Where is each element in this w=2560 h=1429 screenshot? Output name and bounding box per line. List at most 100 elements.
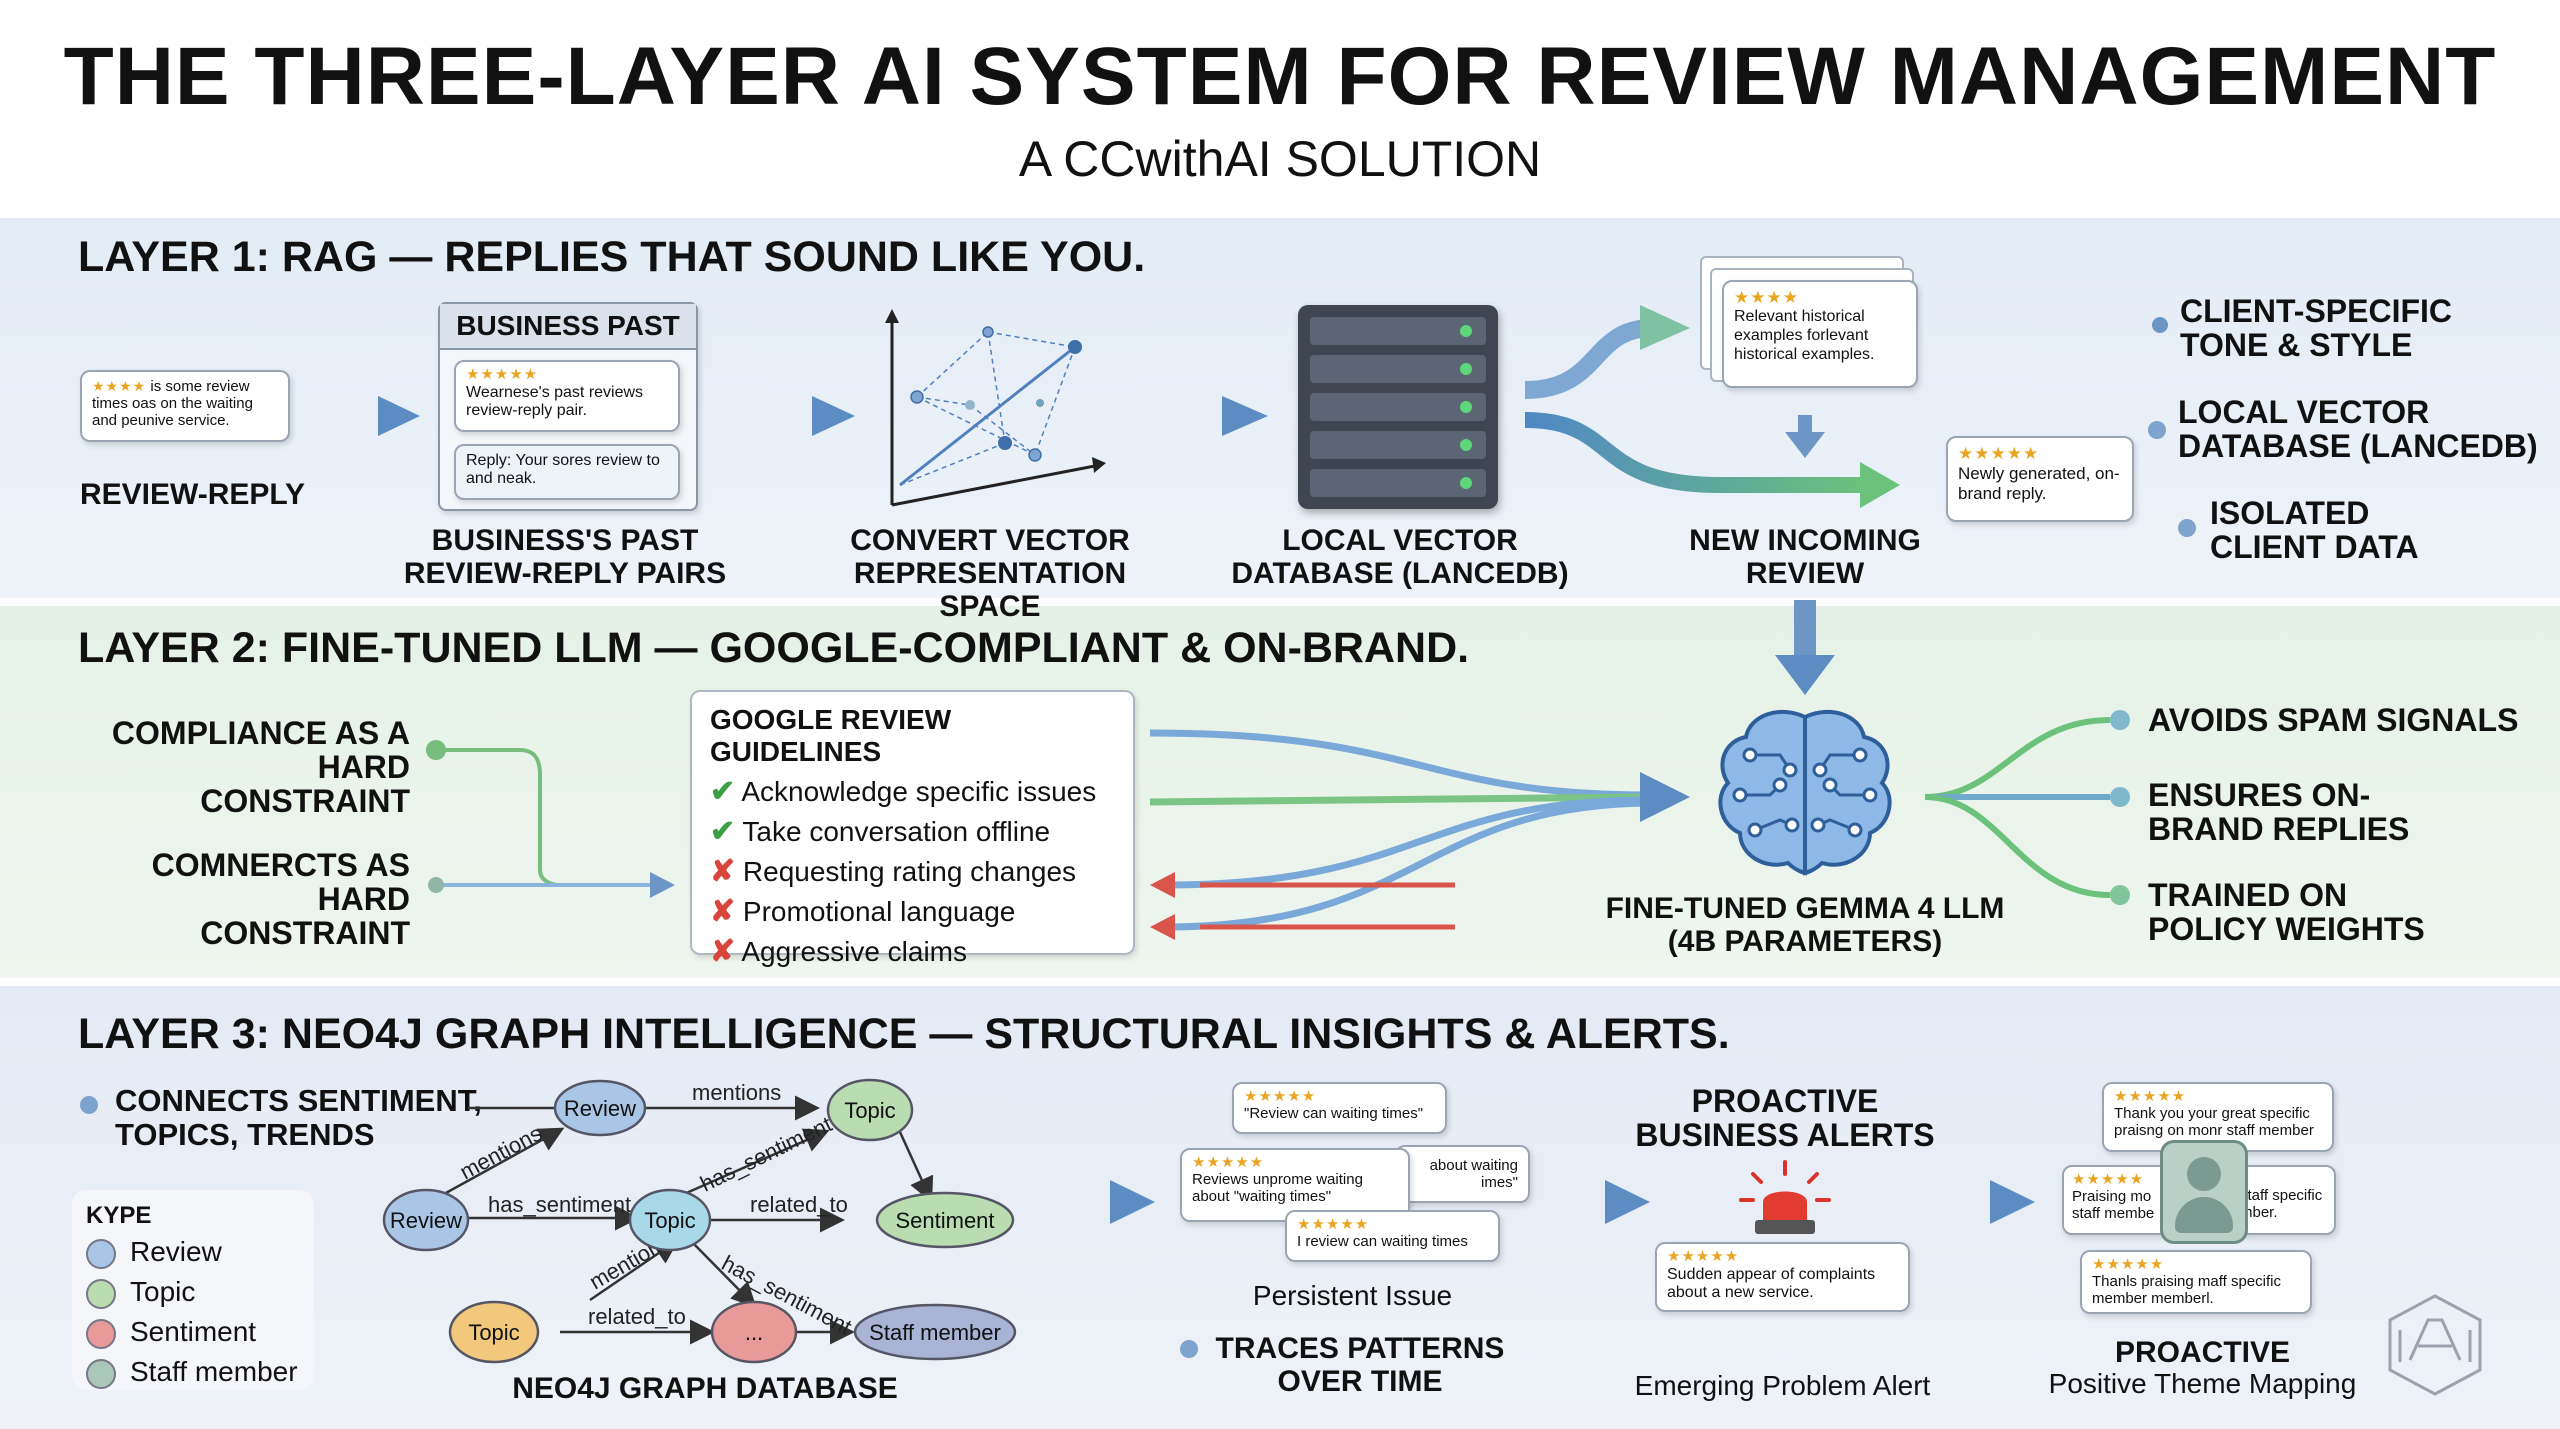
model-label: FINE-TUNED GEMMA 4 LLM (4B PARAMETERS): [1605, 892, 2005, 958]
siren-icon: [1739, 1160, 1831, 1234]
new-review-label: NEW INCOMING REVIEW: [1689, 524, 1921, 590]
cross-icon: ✘: [710, 935, 736, 968]
legend-label: Review: [130, 1236, 222, 1267]
alerts-title: PROACTIVE BUSINESS ALERTS: [1635, 1083, 1935, 1153]
graph-node-label: Sentiment: [895, 1208, 994, 1233]
server-rack-icon: [1298, 305, 1498, 509]
historical-text: Relevant historical examples forlevant h…: [1734, 308, 1875, 363]
graph-label: NEO4J GRAPH DATABASE: [512, 1372, 898, 1405]
legend-title: KYPE: [86, 1202, 152, 1229]
graph-node-topic: [826, 1078, 914, 1142]
persistent-label: Persistent Issue: [1252, 1280, 1453, 1311]
edge-label: has_sentiment: [488, 1192, 631, 1217]
graph-node-sentiment: [875, 1191, 1015, 1249]
positive-label: Positive Theme Mapping: [2048, 1368, 2357, 1399]
graph-node-label: Topic: [644, 1208, 695, 1233]
persistent-card: ★★★★★ I review can waiting times: [1285, 1210, 1500, 1262]
layer1-output-3: ISOLATED CLIENT DATA: [2210, 495, 2419, 565]
review-text: is some review times oas on the waiting …: [92, 378, 253, 429]
corner-logo: [2388, 1294, 2482, 1396]
connects-dot: [80, 1096, 98, 1114]
legend-swatch: [86, 1358, 116, 1389]
layer2-output-1: AVOIDS SPAM SIGNALS: [2148, 702, 2519, 738]
graph-node-ellipsis: [710, 1300, 798, 1364]
graph-node-review: [382, 1188, 470, 1252]
positive-stars: ★★★★★: [2114, 1088, 2187, 1105]
layer3-title: LAYER 3: NEO4J GRAPH INTELLIGENCE — STRU…: [78, 1010, 1730, 1058]
google-guidelines-card: GOOGLE REVIEW GUIDELINES ✔ Acknowledge s…: [690, 690, 1135, 968]
persistent-card: about waiting imes": [1395, 1145, 1530, 1203]
positive-title: PROACTIVE: [2114, 1336, 2291, 1369]
guidelines-title: GOOGLE REVIEW GUIDELINES: [710, 704, 952, 767]
generated-text: Newly generated, on-brand reply.: [1958, 464, 2120, 503]
alert-label: Emerging Problem Alert: [1634, 1370, 1931, 1401]
layer1-band: [0, 218, 2560, 598]
vector-space-plot: [885, 309, 1106, 507]
check-icon: ✔: [710, 815, 736, 848]
positive-card: ★★★★★ Thanls praising maff specific memb…: [2080, 1250, 2312, 1314]
business-past-card: BUSINESS PAST ★★★★★ Wearnese's past revi…: [438, 302, 698, 511]
positive-stars: ★★★★★: [2072, 1171, 2145, 1188]
positive-stars: ★★★★★: [2092, 1256, 2165, 1273]
traces-label: TRACES PATTERNS OVER TIME: [1215, 1332, 1505, 1398]
legend-row: Sentiment: [86, 1312, 300, 1352]
layer2-input-1: COMPLIANCE AS A HARD CONSTRAINT: [111, 715, 410, 819]
layer3-arrows: [1060, 1180, 2035, 1224]
persistent-card: ★★★★★ Reviews unprome waiting about "wai…: [1180, 1148, 1410, 1222]
graph-node-review: [553, 1079, 647, 1137]
persistent-stars: ★★★★★: [1297, 1216, 1370, 1233]
layer2-title: LAYER 2: FINE-TUNED LLM — GOOGLE-COMPLIA…: [78, 624, 1470, 672]
layer2-lines: [426, 710, 2130, 940]
persistent-stars: ★★★★★: [1192, 1154, 1265, 1171]
layer1-output-dot-2: [2148, 421, 2166, 439]
vector-label: CONVERT VECTOR REPRESENTATION SPACE: [850, 524, 1130, 623]
graph-node-label: Staff member: [869, 1320, 1001, 1345]
page-subtitle: A CCwithAI SOLUTION: [1018, 131, 1542, 187]
edge-label: mentions: [456, 1120, 547, 1184]
generated-reply-card: ★★★★★ Newly generated, on-brand reply.: [1946, 436, 2134, 522]
persistent-stars: ★★★★★: [1244, 1088, 1317, 1105]
layer1-output-1: CLIENT-SPECIFIC TONE & STYLE: [2180, 293, 2453, 363]
check-icon: ✔: [710, 775, 736, 808]
legend-label: Sentiment: [130, 1316, 257, 1347]
edge-label: related_to: [588, 1304, 686, 1329]
graph-node-topic: [448, 1300, 540, 1364]
past-review-text: Wearnese's past reviews review-reply pai…: [466, 384, 644, 419]
guideline-row: ✘ Promotional language: [710, 892, 1115, 932]
layer2-output-3: TRAINED ON POLICY WEIGHTS: [2148, 877, 2425, 947]
persistent-text: Reviews unprome waiting about "waiting t…: [1192, 1171, 1363, 1205]
layer1-output-2: LOCAL VECTOR DATABASE (LANCEDB): [2178, 394, 2538, 464]
past-review-stars: ★★★★★: [466, 366, 539, 383]
guideline-text: Promotional language: [742, 896, 1016, 927]
graph-node-staff: [853, 1303, 1017, 1361]
graph-node-label: Topic: [844, 1098, 895, 1123]
brain-icon: [1718, 709, 1892, 876]
legend-row: Review: [86, 1232, 300, 1272]
alert-stars: ★★★★★: [1667, 1248, 1740, 1265]
graph-node-topic: [628, 1188, 712, 1252]
positive-text: staff specific mber.: [2240, 1187, 2323, 1221]
legend-swatch: [86, 1318, 116, 1349]
legend-label: Staff member: [130, 1356, 298, 1387]
guideline-text: Aggressive claims: [741, 936, 968, 967]
staff-avatar: [2160, 1140, 2248, 1244]
edge-topic-sentiment: [898, 1131, 934, 1203]
edge-label: has_sentiment: [696, 1111, 836, 1196]
edge-mentions-2: [589, 1239, 680, 1302]
historical-stars: ★★★★: [1734, 288, 1799, 307]
historical-card: ★★★★ Relevant historical examples forlev…: [1722, 280, 1918, 388]
cross-icon: ✘: [710, 855, 736, 888]
review-reply-label: REVIEW-REPLY: [80, 478, 305, 511]
guideline-text: Requesting rating changes: [742, 856, 1077, 887]
neo4j-graph: mentions mentions has_sentiment has_sent…: [382, 1078, 1017, 1364]
layer1-title: LAYER 1: RAG — REPLIES THAT SOUND LIKE Y…: [78, 233, 1146, 281]
positive-text: Thank you your great specific praisng on…: [2114, 1105, 2314, 1139]
past-reply-card: Reply: Your sores review to and neak.: [454, 444, 680, 500]
legend-label: Topic: [130, 1276, 196, 1307]
graph-node-label: Review: [564, 1096, 636, 1121]
edge-has-sentiment-3: [689, 1239, 757, 1308]
past-pairs-label: BUSINESS'S PAST REVIEW-REPLY PAIRS: [403, 524, 727, 590]
guideline-row: ✘ Requesting rating changes: [710, 852, 1115, 892]
review-stars: ★★★★: [92, 378, 147, 394]
past-review-card: ★★★★★ Wearnese's past reviews review-rep…: [454, 360, 680, 432]
